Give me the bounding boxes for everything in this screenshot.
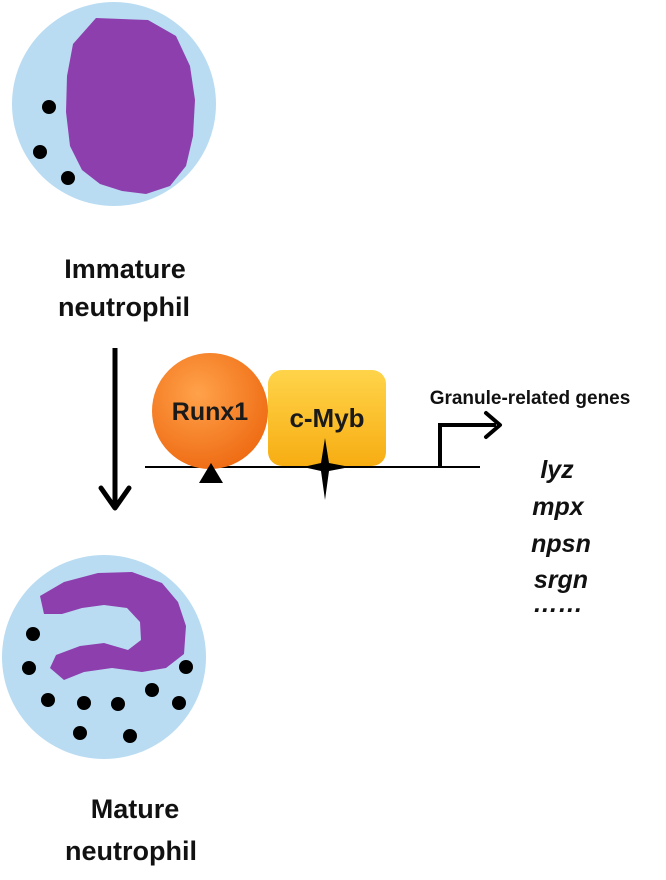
granule bbox=[172, 696, 186, 710]
granule bbox=[42, 100, 56, 114]
four-point-star-icon bbox=[303, 438, 350, 500]
granule bbox=[41, 693, 55, 707]
maturation-arrow-icon bbox=[98, 348, 132, 511]
gene-ellipsis: …… bbox=[533, 590, 583, 618]
cmyb-protein: c-Myb bbox=[268, 370, 386, 466]
granule bbox=[111, 697, 125, 711]
gene-lyz: lyz bbox=[540, 456, 574, 484]
gene-mpx: mpx bbox=[532, 493, 585, 521]
runx1-protein: Runx1 bbox=[152, 353, 268, 469]
gene-srgn: srgn bbox=[534, 566, 588, 594]
granule bbox=[123, 729, 137, 743]
mature-neutrophil bbox=[2, 555, 206, 759]
bent-arrow-icon bbox=[438, 411, 502, 467]
immature-neutrophil bbox=[12, 2, 216, 206]
gene-npsn: npsn bbox=[531, 530, 591, 558]
mature-nucleus bbox=[40, 572, 186, 680]
runx1-label: Runx1 bbox=[172, 398, 249, 426]
granule bbox=[22, 661, 36, 675]
granule bbox=[26, 627, 40, 641]
granule bbox=[179, 660, 193, 674]
mature-label-line2: neutrophil bbox=[65, 836, 197, 866]
granule bbox=[33, 145, 47, 159]
genes-title: Granule-related genes bbox=[430, 388, 631, 409]
granule bbox=[145, 683, 159, 697]
granule bbox=[73, 726, 87, 740]
immature-label-line1: Immature bbox=[64, 254, 186, 284]
cmyb-label: c-Myb bbox=[289, 403, 364, 433]
mature-label-line1: Mature bbox=[91, 794, 180, 824]
granule bbox=[61, 171, 75, 185]
immature-nucleus bbox=[66, 18, 195, 194]
immature-label-line2: neutrophil bbox=[58, 292, 190, 322]
granule bbox=[77, 696, 91, 710]
triangle-icon bbox=[199, 463, 223, 483]
